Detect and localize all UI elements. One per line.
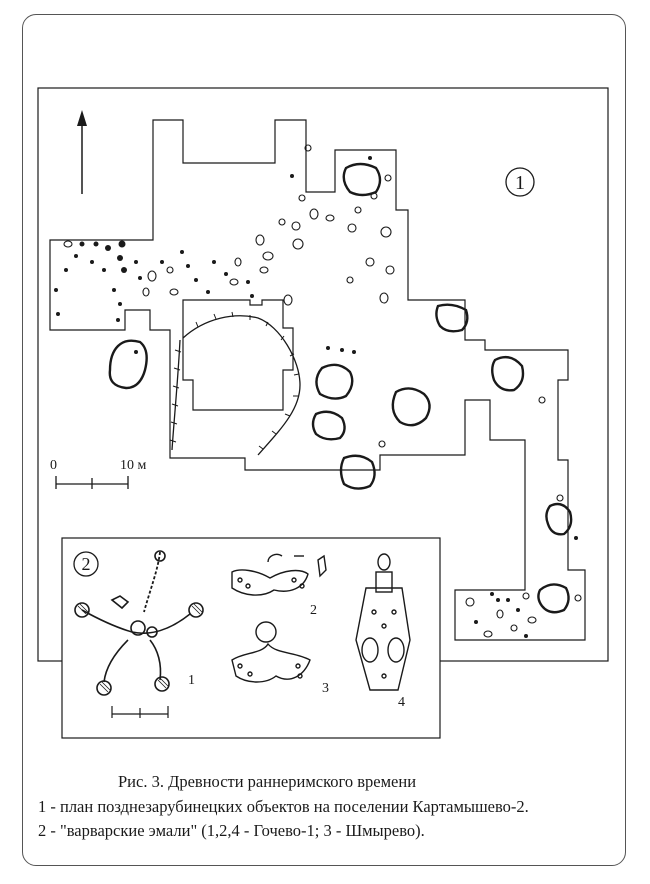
figure-caption-line-2: 2 - "варварские эмали" (1,2,4 - Гочево-1…: [38, 821, 425, 840]
enamel-item-label-2: 2: [310, 603, 317, 618]
post-holes: [54, 156, 578, 638]
enamel-item-4-drawing: [355, 553, 411, 691]
enamel-item-1-scale: [111, 706, 169, 718]
north-arrow: [77, 110, 87, 194]
scale-start-label: 0: [50, 458, 57, 473]
enamels-marker-circle: [73, 551, 99, 577]
plan-marker-circle: [505, 167, 535, 197]
enamels-panel-border: [61, 537, 441, 739]
enamel-item-label-3: 3: [322, 681, 329, 696]
enamel-item-label-4: 4: [398, 695, 405, 710]
plan-scale-bar: [55, 476, 129, 489]
excavation-outline: [49, 119, 586, 641]
hatched-boundaries: [169, 311, 301, 456]
enamel-item-label-1: 1: [188, 673, 195, 688]
enamel-item-3-drawing: [231, 621, 311, 683]
enamel-item-1-drawing: [74, 550, 204, 696]
large-pits: [108, 162, 573, 614]
enamel-item-2-drawing: [231, 553, 327, 596]
small-pits: [63, 144, 582, 638]
dwelling-outline: [182, 299, 294, 411]
scale-end-label: 10 м: [120, 458, 147, 473]
figure-frame: [22, 14, 626, 866]
figure-caption-title: Рис. 3. Древности раннеримского времени: [118, 772, 417, 791]
enamels-marker: 2: [82, 554, 91, 574]
plan-marker: 1: [515, 172, 525, 194]
figure-caption-line-1: 1 - план позднезарубинецких объектов на …: [38, 797, 529, 816]
